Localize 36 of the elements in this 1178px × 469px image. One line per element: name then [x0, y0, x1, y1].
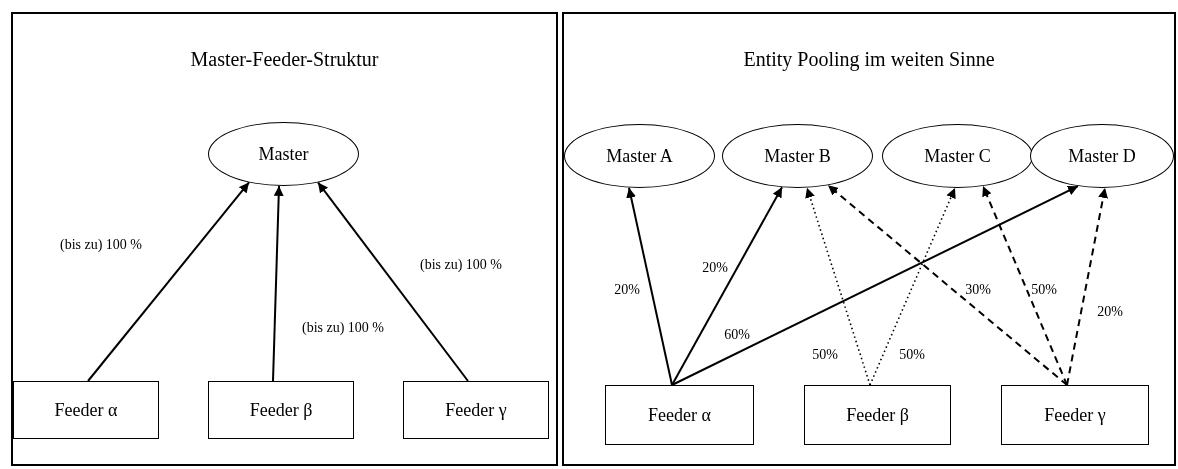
feeder-box — [804, 385, 951, 445]
edge-label: 30% — [964, 282, 992, 298]
node-label: Feeder γ — [445, 399, 507, 421]
arrow — [87, 181, 250, 382]
feeder-box — [403, 381, 549, 439]
node-label: Master D — [1068, 145, 1136, 167]
panel-frame — [11, 12, 558, 466]
arrow — [272, 184, 284, 382]
edge-label: (bis zu) 100 % — [301, 320, 385, 336]
panel-frame — [562, 12, 1176, 466]
arrow — [827, 184, 1068, 386]
edge-label: 50% — [1030, 282, 1058, 298]
feeder-box — [13, 381, 159, 439]
feeder-box — [605, 385, 754, 445]
feeder-box — [208, 381, 354, 439]
arrow — [671, 186, 783, 386]
node-label: Master B — [764, 145, 831, 167]
node-label: Feeder α — [54, 399, 118, 421]
panel-heading: Entity Pooling im weiten Sinne — [742, 48, 996, 71]
arrow — [869, 187, 956, 386]
arrow — [626, 186, 673, 386]
edge-label: (bis zu) 100 % — [419, 257, 503, 273]
arrow — [317, 181, 469, 382]
panel-heading: Master-Feeder-Struktur — [189, 48, 380, 71]
edge-label: (bis zu) 100 % — [59, 237, 143, 253]
node-label: Feeder γ — [1044, 404, 1106, 426]
node-label: Master A — [606, 145, 673, 167]
node-label: Master C — [924, 145, 991, 167]
node-label: Feeder β — [846, 404, 909, 426]
arrow — [671, 185, 1079, 386]
node-label: Feeder α — [648, 404, 711, 426]
feeder-box — [1001, 385, 1149, 445]
arrow — [1066, 186, 1108, 386]
arrow — [982, 185, 1068, 386]
node-label: Feeder β — [249, 399, 313, 421]
node-label: Master — [258, 143, 309, 165]
